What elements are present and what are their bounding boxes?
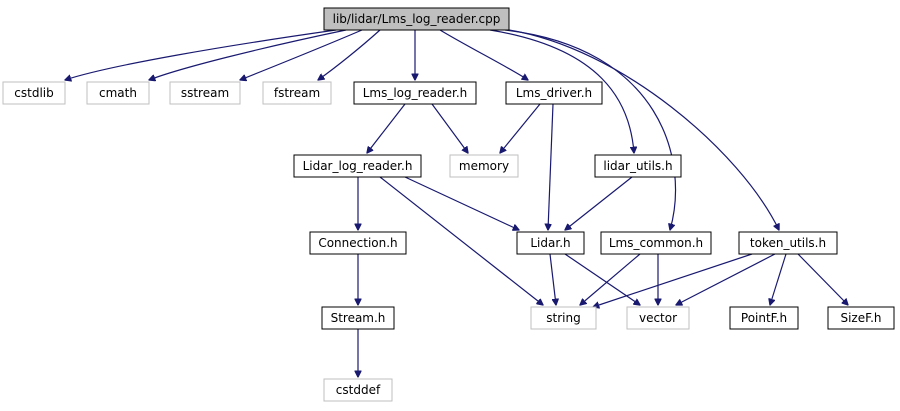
edge-lidar-utils-h-to-lidar-h [565, 176, 633, 230]
node-stream-h[interactable]: Stream.h [321, 306, 395, 330]
node-lidar-log-reader-h[interactable]: Lidar_log_reader.h [293, 154, 422, 178]
node-box [323, 378, 393, 402]
node-cmath: cmath [86, 81, 150, 105]
node-label: cstddef [336, 383, 381, 397]
edge-lms-driver-h-to-lidar-h [548, 103, 554, 230]
node-label: lib/lidar/Lms_log_reader.cpp [333, 12, 501, 26]
node-vector: vector [626, 306, 690, 330]
node-label: Lms_common.h [609, 236, 703, 250]
node-label: Lms_log_reader.h [363, 86, 468, 100]
edge-root-to-token-utils-h [508, 29, 779, 230]
node-box [2, 81, 66, 105]
node-pointf-h[interactable]: PointF.h [729, 306, 799, 330]
edge-lidar-log-reader-h-to-string [379, 176, 543, 305]
node-label: Lidar.h [530, 236, 570, 250]
node-lms-common-h[interactable]: Lms_common.h [600, 231, 712, 255]
node-box [530, 306, 597, 330]
node-box [729, 306, 799, 330]
node-box [505, 81, 603, 105]
node-cstddef: cstddef [323, 378, 393, 402]
node-root[interactable]: lib/lidar/Lms_log_reader.cpp [323, 7, 510, 31]
node-sizef-h[interactable]: SizeF.h [827, 306, 895, 330]
node-box [594, 154, 682, 178]
node-label: PointF.h [741, 311, 787, 325]
node-lms-log-reader-h[interactable]: Lms_log_reader.h [353, 81, 477, 105]
node-memory: memory [449, 154, 519, 178]
edge-token-utils-h-to-vector [676, 253, 776, 305]
node-box [449, 154, 519, 178]
node-label: memory [459, 159, 509, 173]
node-label: SizeF.h [840, 311, 881, 325]
node-lms-driver-h[interactable]: Lms_driver.h [505, 81, 603, 105]
node-label: Lms_driver.h [516, 86, 592, 100]
edge-token-utils-h-to-sizef-h [797, 253, 848, 305]
edge-root-to-cstdlib [65, 29, 337, 80]
edge-token-utils-h-to-string [593, 253, 753, 307]
node-lidar-h[interactable]: Lidar.h [516, 231, 585, 255]
edge-lms-log-reader-h-to-memory [431, 103, 468, 153]
node-lidar-utils-h[interactable]: lidar_utils.h [594, 154, 682, 178]
edge-root-to-lms-common-h [504, 29, 677, 230]
edge-token-utils-h-to-pointf-h [770, 253, 787, 305]
node-box [516, 231, 585, 255]
node-connection-h[interactable]: Connection.h [309, 231, 407, 255]
node-sstream: sstream [169, 81, 241, 105]
node-box [600, 231, 712, 255]
node-label: lidar_utils.h [603, 159, 672, 173]
node-box [626, 306, 690, 330]
node-label: cstdlib [14, 86, 53, 100]
node-label: Lidar_log_reader.h [303, 159, 413, 173]
edge-root-to-sstream [240, 29, 363, 80]
edge-lidar-h-to-vector [564, 253, 640, 305]
node-box [293, 154, 422, 178]
edge-root-to-lms-driver-h [439, 29, 528, 80]
node-box [738, 231, 838, 255]
edges-layer [65, 29, 848, 377]
node-label: Stream.h [331, 311, 386, 325]
node-box [353, 81, 477, 105]
edge-lms-common-h-to-string [580, 253, 641, 305]
node-box [323, 7, 510, 31]
node-box [321, 306, 395, 330]
node-label: string [546, 311, 580, 325]
node-fstream: fstream [262, 81, 332, 105]
edge-root-to-cmath [149, 29, 347, 80]
edge-lidar-log-reader-h-to-lidar-h [404, 176, 519, 230]
node-label: token_utils.h [750, 236, 826, 250]
edge-lidar-h-to-string [549, 253, 556, 305]
node-box [169, 81, 241, 105]
node-label: Connection.h [318, 236, 397, 250]
node-label: cmath [99, 86, 137, 100]
node-box [827, 306, 895, 330]
node-label: sstream [181, 86, 229, 100]
node-label: fstream [274, 86, 320, 100]
edge-lms-driver-h-to-memory [500, 103, 541, 153]
node-label: vector [639, 311, 677, 325]
edge-root-to-lidar-utils-h [489, 29, 634, 153]
node-box [262, 81, 332, 105]
node-box [309, 231, 407, 255]
edge-root-to-fstream [318, 29, 381, 80]
edge-lms-log-reader-h-to-lidar-log-reader-h [367, 103, 406, 153]
node-cstdlib: cstdlib [2, 81, 66, 105]
node-token-utils-h[interactable]: token_utils.h [738, 231, 838, 255]
node-box [86, 81, 150, 105]
node-string: string [530, 306, 597, 330]
